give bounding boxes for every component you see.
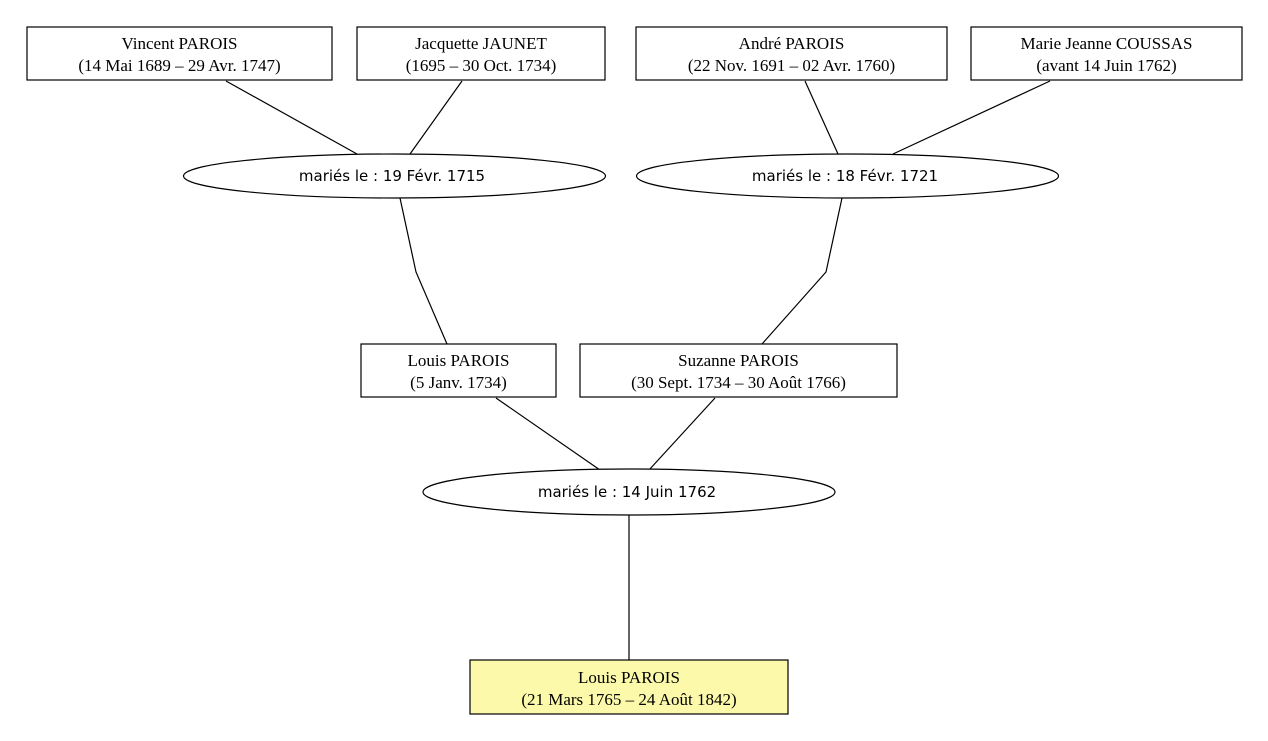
person-name: André PAROIS xyxy=(739,34,845,53)
edge-union-1721-to-suzanne xyxy=(761,197,843,345)
connector-lines xyxy=(225,80,1051,660)
person-box-suzanne[interactable]: Suzanne PAROIS (30 Sept. 1734 – 30 Août … xyxy=(579,343,898,398)
person-dates: (1695 – 30 Oct. 1734) xyxy=(406,56,557,75)
person-box-jacquette[interactable]: Jacquette JAUNET (1695 – 30 Oct. 1734) xyxy=(356,26,606,81)
edge-union-1715-to-louis-father xyxy=(399,197,448,345)
person-dates: (21 Mars 1765 – 24 Août 1842) xyxy=(521,690,736,709)
edge-louis-father-to-union-1762 xyxy=(495,397,601,471)
person-box-vincent[interactable]: Vincent PAROIS (14 Mai 1689 – 29 Avr. 17… xyxy=(26,26,333,81)
edge-marie-jeanne-to-union-1721 xyxy=(892,80,1051,155)
person-name: Marie Jeanne COUSSAS xyxy=(1021,34,1193,53)
person-dates: (30 Sept. 1734 – 30 Août 1766) xyxy=(631,373,846,392)
person-box-louis-father[interactable]: Louis PAROIS (5 Janv. 1734) xyxy=(360,343,557,398)
edge-andre-to-union-1721 xyxy=(804,80,839,155)
union-label: mariés le : 14 Juin 1762 xyxy=(538,483,716,501)
person-dates: (avant 14 Juin 1762) xyxy=(1036,56,1176,75)
union-oval-1721[interactable]: mariés le : 18 Févr. 1721 xyxy=(635,153,1060,199)
person-dates: (14 Mai 1689 – 29 Avr. 1747) xyxy=(78,56,280,75)
person-name: Louis PAROIS xyxy=(578,668,680,687)
edge-vincent-to-union-1715 xyxy=(225,80,358,155)
person-box-andre[interactable]: André PAROIS (22 Nov. 1691 – 02 Avr. 176… xyxy=(635,26,948,81)
person-name: Jacquette JAUNET xyxy=(415,34,547,53)
union-label: mariés le : 18 Févr. 1721 xyxy=(752,167,938,185)
person-name: Louis PAROIS xyxy=(408,351,510,370)
person-box-louis-root[interactable]: Louis PAROIS (21 Mars 1765 – 24 Août 184… xyxy=(469,659,789,715)
person-box-marie-jeanne[interactable]: Marie Jeanne COUSSAS (avant 14 Juin 1762… xyxy=(970,26,1243,81)
union-oval-1715[interactable]: mariés le : 19 Févr. 1715 xyxy=(182,153,607,199)
union-label: mariés le : 19 Févr. 1715 xyxy=(299,167,485,185)
edge-suzanne-to-union-1762 xyxy=(648,397,716,471)
person-dates: (22 Nov. 1691 – 02 Avr. 1760) xyxy=(688,56,895,75)
edge-jacquette-to-union-1715 xyxy=(409,80,463,155)
person-name: Suzanne PAROIS xyxy=(678,351,799,370)
person-name: Vincent PAROIS xyxy=(122,34,238,53)
union-oval-1762[interactable]: mariés le : 14 Juin 1762 xyxy=(422,468,836,516)
person-dates: (5 Janv. 1734) xyxy=(410,373,507,392)
